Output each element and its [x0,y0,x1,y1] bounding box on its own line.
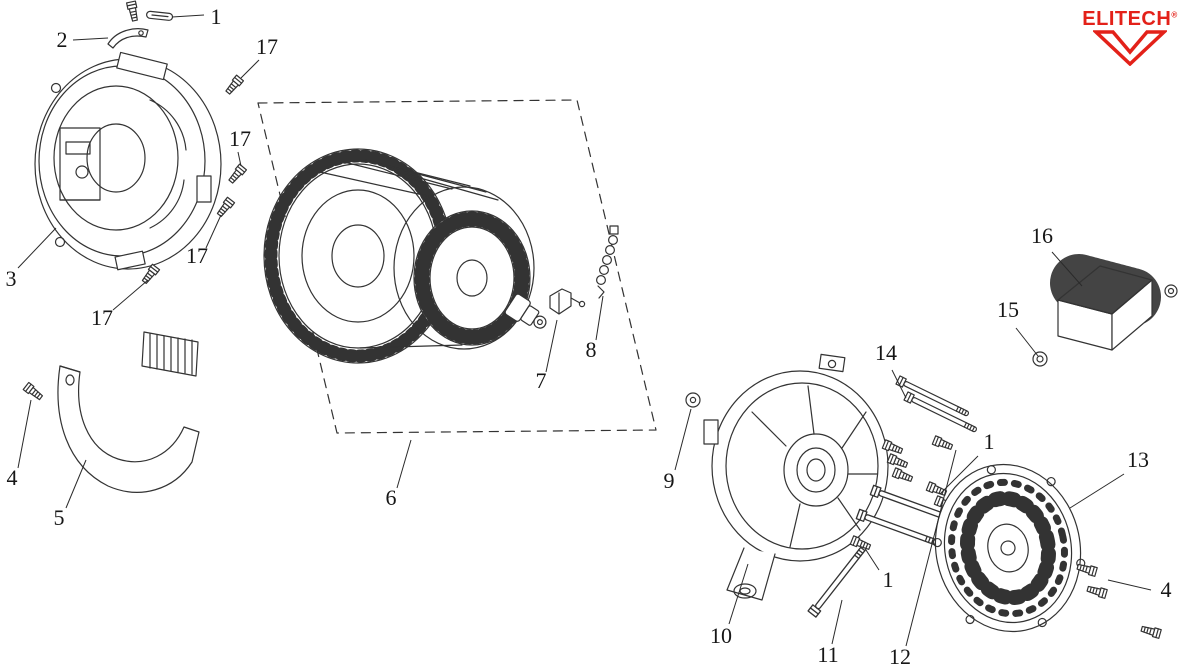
part-10-rear-bracket [703,353,889,601]
screw-part-1 [891,467,914,484]
screw-part-17 [215,196,236,219]
part-number-17: 17 [91,305,113,330]
part-number-17: 17 [229,126,251,151]
part-number-6: 6 [386,485,397,510]
callout-leader-3 [17,227,57,269]
screw-part-4 [1139,623,1162,639]
part-number-4: 4 [7,465,18,490]
callout-leader-2 [72,37,109,41]
callout-leader-17 [240,59,260,79]
screw-part-1 [125,0,140,23]
part-number-1: 1 [211,4,222,29]
callout-leader-1 [171,14,205,18]
part-number-2: 2 [57,27,68,52]
callout-leader-7 [545,319,558,373]
brand-wordmark: ELITECH® [1082,8,1177,30]
callout-leader-1 [939,455,979,495]
part-16-avr [1050,254,1161,351]
part-1-screw-and-pin [125,0,174,23]
part-number-7: 7 [536,368,547,393]
part-number-12: 12 [889,644,911,669]
screw-part-4 [1085,583,1108,599]
part-number-11: 11 [817,642,838,667]
screw-part-17 [226,163,248,186]
part-13-end-cover [932,463,1086,633]
callout-leader-4 [1107,579,1152,591]
screw-part-1 [931,435,954,452]
part-number-4: 4 [1161,577,1172,602]
stud-part-12 [855,508,941,549]
part-number-10: 10 [710,623,732,648]
part-number-3: 3 [6,266,17,291]
screw-part-1 [886,453,909,470]
part-8-brush-spring [595,225,619,299]
callout-leader-17 [205,214,222,249]
callout-leader-11 [831,599,843,645]
callout-leader-1 [865,549,880,571]
part-6-rotor [413,210,547,346]
part-5-lower-cover [57,331,200,493]
callout-leader-6 [396,439,412,489]
part-number-8: 8 [586,337,597,362]
callout-leader-8 [595,295,604,341]
callout-leader-15 [1015,327,1039,357]
part-15-washers [1032,284,1178,367]
callout-leader-4 [17,399,32,469]
part-7-brush-holder [549,288,586,315]
callout-leader-17 [112,279,149,311]
callout-leader-12 [905,449,957,647]
part-3-fan-cover [34,51,222,271]
part-number-9: 9 [664,468,675,493]
part-number-14: 14 [875,340,897,365]
rotor-shaft [504,293,547,329]
brand-logo: ELITECH® [1082,8,1178,66]
brand-name: ELITECH [1082,8,1172,30]
screw-part-4 [22,381,45,402]
screw-part-4 [1075,561,1098,577]
registered-mark: ® [1171,10,1178,20]
part-number-17: 17 [186,243,208,268]
part-number-1: 1 [883,567,894,592]
part-2-bracket [107,28,149,49]
callout-leader-16 [1051,251,1083,287]
callout-leader-14 [891,369,907,399]
brand-chevron-icon [1093,30,1167,66]
callout-leader-17 [237,151,242,167]
callout-leader-13 [1069,473,1125,509]
part-14-bolts [895,375,979,435]
part-number-1: 1 [984,429,995,454]
part-number-15: 15 [997,297,1019,322]
screw-part-17 [223,74,245,97]
part-number-5: 5 [54,505,65,530]
part-9-washer [685,392,701,408]
callout-leader-9 [674,408,692,471]
part-number-13: 13 [1127,447,1149,472]
callout-leader-10 [728,563,749,625]
part-number-16: 16 [1031,223,1053,248]
part-6-stator [263,148,535,364]
callout-leader-5 [65,459,87,509]
part-number-17: 17 [256,34,278,59]
